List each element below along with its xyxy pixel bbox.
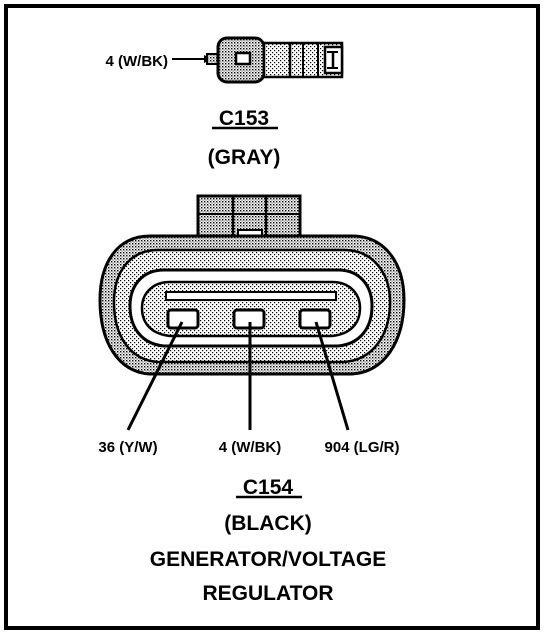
pin-1-terminal bbox=[166, 308, 200, 330]
pin-3-label: 904 (LG/R) bbox=[324, 439, 399, 456]
c153-id: C153 bbox=[219, 107, 269, 130]
pin-1-leader bbox=[126, 321, 184, 431]
pin-3-terminal bbox=[298, 308, 332, 330]
c153-wire-label: 4 (W/BK) bbox=[106, 53, 169, 70]
pin-1-label: 36 (Y/W) bbox=[98, 439, 157, 456]
c153-connector bbox=[172, 36, 344, 84]
c154-id: C154 bbox=[243, 476, 294, 499]
component-name-line1: GENERATOR/VOLTAGE bbox=[150, 548, 386, 571]
c153-color: (GRAY) bbox=[208, 146, 281, 169]
c154-color: (BLACK) bbox=[224, 512, 311, 535]
pin-2-label: 4 (W/BK) bbox=[219, 439, 282, 456]
pin-3-leader bbox=[314, 321, 350, 431]
component-name-line2: REGULATOR bbox=[202, 582, 333, 605]
c154-connector bbox=[98, 194, 406, 431]
